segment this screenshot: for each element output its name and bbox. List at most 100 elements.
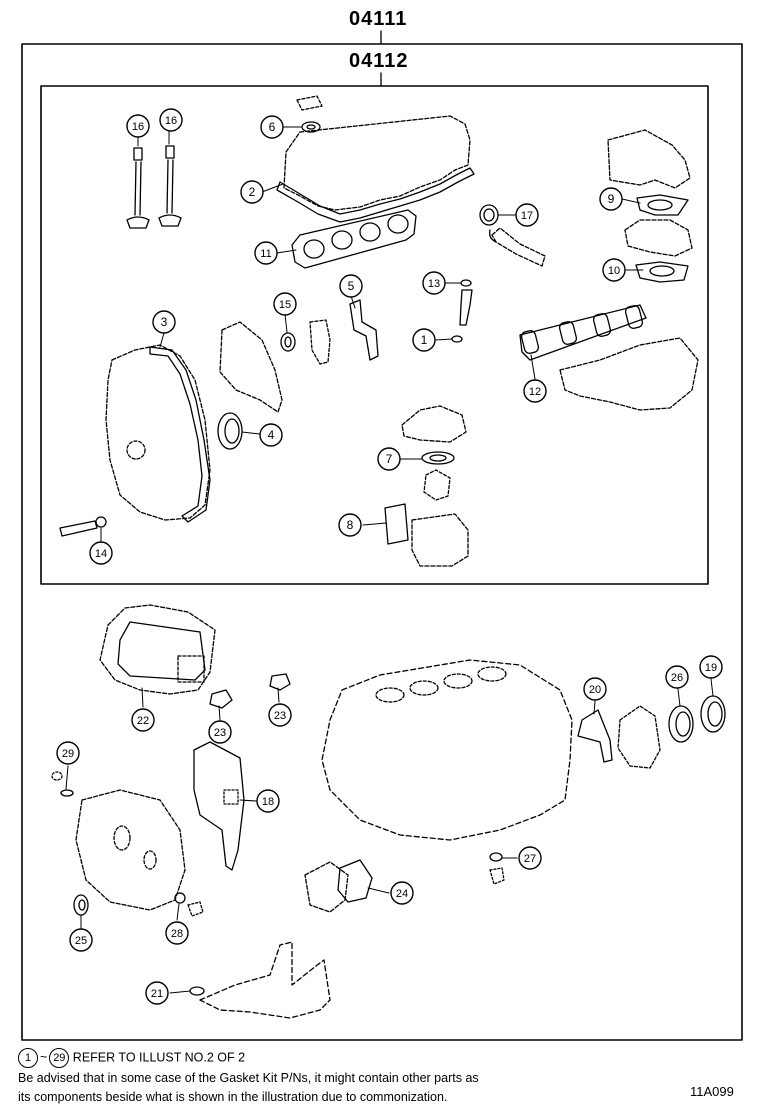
filler-cap-gasket <box>301 121 321 133</box>
union-bolt-gasket <box>174 892 186 904</box>
callout-circle <box>260 115 284 139</box>
drain-plug-gasket <box>60 789 74 797</box>
callout-c10: 10 <box>602 258 626 282</box>
callout-circle <box>515 203 539 227</box>
rear-crankshaft-seal <box>668 705 694 743</box>
exhaust-manifold <box>559 337 699 411</box>
callout-circle <box>240 180 264 204</box>
callout-c7: 7 <box>377 447 401 471</box>
range-end-callout: 29 <box>49 1048 70 1068</box>
callout-circle <box>256 789 280 813</box>
inner-kit-number: 04112 <box>349 50 409 72</box>
advisory-line-1: Be advised that in some case of the Gask… <box>18 1071 479 1085</box>
water-pump-gasket <box>421 451 455 465</box>
rear-oil-seal-retainer <box>617 705 661 769</box>
callout-label: 4 <box>268 428 275 442</box>
callout-circle <box>159 108 183 132</box>
callout-c22: 22 <box>131 708 155 732</box>
callout-label: 19 <box>705 662 717 674</box>
timing-cover-gasket <box>149 346 211 523</box>
fuel-pump-gasket <box>349 299 379 361</box>
thermostat-housing <box>624 219 693 257</box>
timing-case-gasket <box>193 741 245 871</box>
oil-cooler-gasket <box>337 859 373 903</box>
callout-label: 23 <box>214 727 226 739</box>
exhaust-manifold-gasket <box>519 304 647 361</box>
timing-cover-small <box>309 319 331 365</box>
callout-circle <box>583 677 607 701</box>
advisory-line-2: its components beside what is shown in t… <box>18 1090 448 1104</box>
callout-circle <box>259 423 283 447</box>
outer-kit-frame <box>21 43 743 1041</box>
callout-circle <box>145 981 169 1005</box>
callout-circle <box>699 655 723 679</box>
callout-c28: 28 <box>165 921 189 945</box>
callout-label: 18 <box>262 796 274 808</box>
callout-label: 8 <box>347 518 354 532</box>
rear-oil-seal-retainer-gasket <box>577 709 613 763</box>
callout-label: 11 <box>260 248 271 260</box>
callout-c26: 26 <box>665 665 689 689</box>
range-tilde: ~ <box>40 1050 48 1065</box>
callout-label: 7 <box>386 452 393 466</box>
injection-pump-seal <box>73 894 89 916</box>
callout-c13: 13 <box>422 271 446 295</box>
callout-label: 14 <box>95 548 107 560</box>
timing-cover-plate <box>219 321 283 413</box>
callout-label: 26 <box>671 672 683 684</box>
callout-circle <box>273 292 297 316</box>
crank-pulley-bolt <box>59 520 98 537</box>
crankshaft-front-seal <box>217 412 243 450</box>
crank-bolt-washer <box>95 516 107 528</box>
callout-c14: 14 <box>89 541 113 565</box>
callout-c18: 18 <box>256 789 280 813</box>
illustration-code: 11A099 <box>690 1084 734 1099</box>
callout-circle <box>377 447 401 471</box>
callout-c16a: 16 <box>126 114 150 138</box>
callout-circle <box>126 114 150 138</box>
callout-label: 28 <box>171 928 183 940</box>
intake-valve <box>126 147 150 229</box>
water-inlet <box>423 469 451 501</box>
callout-circle <box>599 187 623 211</box>
callout-circle <box>165 921 189 945</box>
camshaft-oil-seal <box>280 332 296 352</box>
callout-c25: 25 <box>69 928 93 952</box>
oil-cooler <box>304 861 349 913</box>
cylinder-head-cover <box>283 115 471 211</box>
callout-circle <box>390 881 414 905</box>
callout-label: 20 <box>589 684 601 696</box>
callout-circle <box>412 328 436 352</box>
callout-circle <box>523 379 547 403</box>
drain-plug <box>51 771 63 781</box>
callout-label: 15 <box>279 299 291 311</box>
callout-c1: 1 <box>412 328 436 352</box>
callout-label: 17 <box>521 210 533 222</box>
callout-c19: 19 <box>699 655 723 679</box>
oil-pressure-switch-gasket <box>489 852 503 862</box>
inner-kit-frame <box>40 85 709 585</box>
outer-kit-number: 04111 <box>349 8 408 30</box>
water-outlet <box>607 129 691 189</box>
callout-c24: 24 <box>390 881 414 905</box>
callout-label: 16 <box>165 115 177 127</box>
callout-label: 9 <box>608 192 615 206</box>
callout-label: 22 <box>137 715 149 727</box>
callout-label: 12 <box>529 386 541 398</box>
water-outlet-gasket <box>636 194 689 216</box>
callout-c23b: 23 <box>268 703 292 727</box>
callout-c20: 20 <box>583 677 607 701</box>
refer-text: REFER TO ILLUST NO.2 OF 2 <box>72 1050 246 1065</box>
callout-circle <box>268 703 292 727</box>
callout-c16b: 16 <box>159 108 183 132</box>
callout-circle <box>89 541 113 565</box>
exhaust-valve <box>158 145 182 227</box>
callout-c29: 29 <box>56 741 80 765</box>
oil-strainer-gasket <box>269 673 291 691</box>
callout-circle <box>152 310 176 334</box>
union-bolt <box>187 901 204 917</box>
callout-circle <box>254 241 278 265</box>
callout-c11: 11 <box>254 241 278 265</box>
